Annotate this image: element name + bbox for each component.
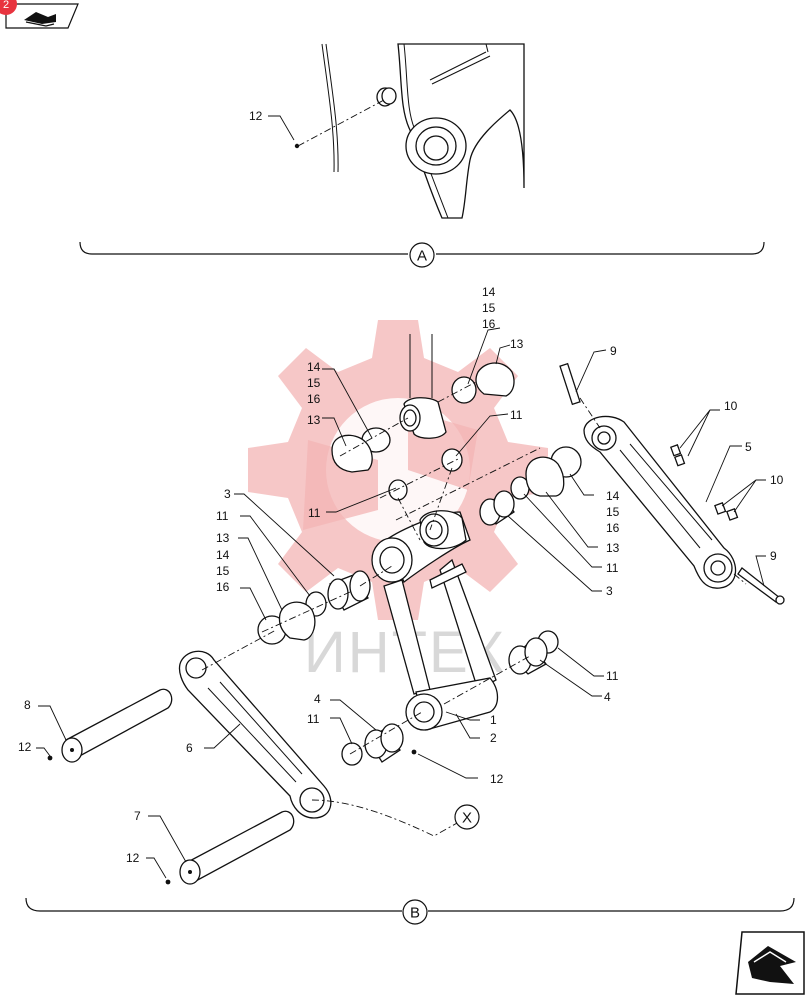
section-b-brace <box>25 897 795 912</box>
callout-11-lower-left: 11 <box>307 712 320 726</box>
callout-16-left: 16 <box>216 580 230 594</box>
callout-13-mid-right: 13 <box>606 541 620 555</box>
nav-back-button[interactable] <box>5 3 79 29</box>
callout-12-left-pin: 12 <box>18 740 32 754</box>
callout-1: 1 <box>490 713 497 727</box>
callout-16-mid-right: 16 <box>606 521 620 535</box>
callout-13-top-left: 13 <box>307 413 321 427</box>
callout-9-bottom: 9 <box>770 549 777 563</box>
callout-11-lower-right: 11 <box>606 669 619 683</box>
callout-14-left: 14 <box>216 548 230 562</box>
callout-5: 5 <box>745 440 752 454</box>
section-b-marker[interactable]: B <box>402 899 428 925</box>
callout-3-left: 3 <box>224 487 231 501</box>
callout-9-top: 9 <box>610 344 617 358</box>
callout-13-top-right: 13 <box>510 337 524 351</box>
callout-11-upper-right: 11 <box>510 408 523 422</box>
callout-3-right: 3 <box>606 584 613 598</box>
callout-15-mid-right: 15 <box>606 505 620 519</box>
callout-11-upper-left: 11 <box>308 506 321 520</box>
detail-x-marker[interactable]: X <box>454 804 480 830</box>
hand-pointing-left-icon <box>24 12 56 27</box>
callout-7: 7 <box>134 809 141 823</box>
section-a-drawing <box>268 43 525 219</box>
callout-4-right: 4 <box>604 690 611 704</box>
section-a-brace <box>79 241 765 255</box>
callout-16-top-right: 16 <box>482 317 496 331</box>
callout-14-top-left: 14 <box>307 360 321 374</box>
callout-14-top-right: 14 <box>482 285 496 299</box>
callout-16-top-left: 16 <box>307 392 321 406</box>
callout-15-top-right: 15 <box>482 301 496 315</box>
callout-4-left: 4 <box>314 692 321 706</box>
hand-pointing-right-icon <box>748 946 796 984</box>
page-badge[interactable]: 2 <box>0 0 17 15</box>
callout-10-right: 10 <box>770 473 784 487</box>
svg-text:B: B <box>410 905 420 922</box>
callout-11-left: 11 <box>216 509 229 523</box>
callout-12-bottom-pin: 12 <box>126 851 140 865</box>
callout-6: 6 <box>186 741 193 755</box>
callout-10-top: 10 <box>724 399 738 413</box>
svg-text:A: A <box>417 248 427 265</box>
callout-15-top-left: 15 <box>307 376 321 390</box>
callout-2: 2 <box>490 731 497 745</box>
callout-12-center: 12 <box>490 772 504 786</box>
callout-13-left: 13 <box>216 531 230 545</box>
callout-12-section-a: 12 <box>249 109 263 123</box>
section-a-marker[interactable]: A <box>409 242 435 268</box>
svg-text:X: X <box>462 810 472 827</box>
callout-8: 8 <box>24 698 31 712</box>
callout-14-mid-right: 14 <box>606 489 620 503</box>
page-badge-number: 2 <box>3 0 9 11</box>
callout-15-left: 15 <box>216 564 230 578</box>
nav-forward-button[interactable] <box>735 931 805 995</box>
section-b-drawing <box>36 327 785 885</box>
callout-11-mid-right: 11 <box>606 561 619 575</box>
